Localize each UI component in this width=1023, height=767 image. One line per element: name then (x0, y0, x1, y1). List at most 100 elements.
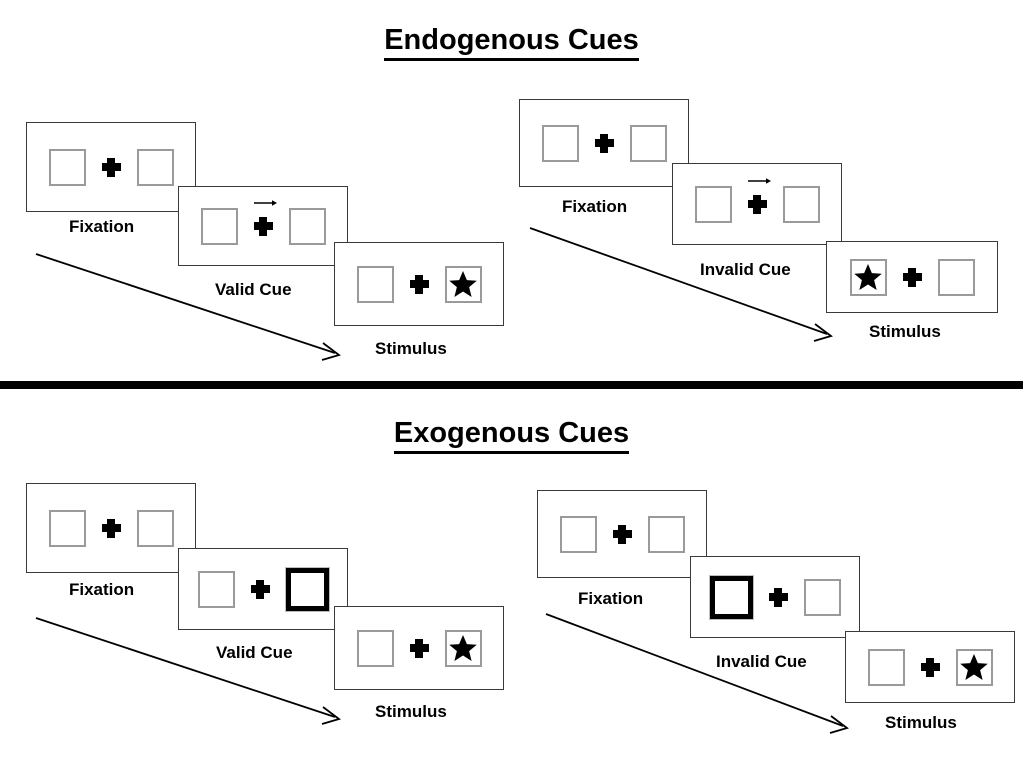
star-icon (449, 271, 477, 297)
panel-endogenous-invalid-fixation (519, 99, 689, 187)
placeholder-box-left (48, 148, 86, 186)
placeholder-box-left (197, 570, 235, 608)
time-flow-arrow-icon (35, 617, 341, 725)
arrow-right-icon (748, 177, 771, 184)
spacer (753, 597, 767, 598)
spacer (123, 167, 137, 168)
placeholder-box-left (356, 265, 394, 303)
placeholder-box-left (200, 207, 238, 245)
stage-label-exogenous-invalid-fixation: Fixation (578, 589, 644, 608)
plus-icon (249, 578, 272, 601)
placeholder-box-right (136, 148, 174, 186)
time-flow-arrow-icon (35, 253, 341, 361)
panel-endogenous-invalid-cue (672, 163, 842, 245)
spacer (86, 528, 100, 529)
spacer (275, 226, 289, 227)
placeholder-box-right (782, 185, 820, 223)
spacer (634, 534, 648, 535)
panel-content (849, 258, 975, 296)
spacer (123, 528, 137, 529)
spacer (272, 589, 286, 590)
fixation-cross-wrap (408, 273, 431, 296)
stage-label-exogenous-valid-fixation: Fixation (69, 580, 135, 599)
stage-label-endogenous-invalid-stimulus: Stimulus (869, 322, 941, 341)
spacer (431, 648, 445, 649)
placeholder-box-right (288, 207, 326, 245)
spacer (790, 597, 804, 598)
cued-box-left (708, 574, 754, 620)
section-title-exogenous: Exogenous Cues (0, 417, 1023, 454)
placeholder-box-right (803, 578, 841, 616)
panel-content (694, 177, 820, 223)
spacer (579, 143, 593, 144)
plus-icon (901, 266, 924, 289)
stage-label-endogenous-invalid-fixation: Fixation (562, 197, 628, 216)
stage-label-exogenous-valid-stimulus: Stimulus (375, 702, 447, 721)
panel-content (708, 574, 841, 620)
fixation-cross-wrap (100, 156, 123, 179)
panel-content (200, 199, 326, 245)
section-title-exogenous-text: Exogenous Cues (393, 417, 630, 454)
stage-label-endogenous-valid-fixation: Fixation (69, 217, 135, 236)
star-icon (854, 264, 882, 290)
panel-content (48, 509, 174, 547)
stage-label-endogenous-valid-cue: Valid Cue (215, 280, 292, 299)
placeholder-box-right (136, 509, 174, 547)
plus-icon (408, 637, 431, 660)
fixation-cross-wrap (408, 637, 431, 660)
panel-endogenous-invalid-stimulus (826, 241, 998, 313)
time-flow-arrow-icon (529, 227, 833, 342)
panel-exogenous-valid-stimulus (334, 606, 504, 690)
fixation-cross-wrap (767, 586, 790, 609)
placeholder-box-left (356, 629, 394, 667)
fixation-cross-wrap (746, 177, 771, 216)
panel-content (867, 648, 993, 686)
plus-icon (919, 656, 942, 679)
star-icon (960, 654, 988, 680)
section-title-endogenous: Endogenous Cues (0, 24, 1023, 61)
fixation-cross-wrap (919, 656, 942, 679)
panel-exogenous-invalid-cue (690, 556, 860, 638)
plus-icon (767, 586, 790, 609)
panel-endogenous-valid-fixation (26, 122, 196, 212)
spacer (924, 277, 938, 278)
plus-icon (100, 156, 123, 179)
spacer (769, 204, 783, 205)
spacer (887, 277, 901, 278)
panel-content (356, 265, 482, 303)
placeholder-box-right (629, 124, 667, 162)
plus-icon (408, 273, 431, 296)
fixation-cross-wrap (901, 266, 924, 289)
fixation-cross-wrap (611, 523, 634, 546)
fixation-cross-wrap (249, 578, 272, 601)
panel-endogenous-valid-cue (178, 186, 348, 266)
panel-content (559, 515, 685, 553)
spacer (238, 226, 252, 227)
stage-label-exogenous-invalid-cue: Invalid Cue (716, 652, 807, 671)
placeholder-box-right (937, 258, 975, 296)
spacer (394, 284, 408, 285)
stage-label-endogenous-invalid-cue: Invalid Cue (700, 260, 791, 279)
stage-label-exogenous-invalid-stimulus: Stimulus (885, 713, 957, 732)
cued-box-right (284, 566, 330, 612)
fixation-cross-wrap (593, 132, 616, 155)
stage-label-exogenous-valid-cue: Valid Cue (216, 643, 293, 662)
stage-label-endogenous-valid-stimulus: Stimulus (375, 339, 447, 358)
spacer (431, 284, 445, 285)
spacer (732, 204, 746, 205)
plus-icon (252, 215, 275, 238)
placeholder-box-left (48, 509, 86, 547)
target-box-right (444, 265, 482, 303)
panel-content (541, 124, 667, 162)
spacer (905, 667, 919, 668)
placeholder-box-left (559, 515, 597, 553)
placeholder-box-right (647, 515, 685, 553)
arrow-right-icon (254, 199, 277, 206)
plus-icon (611, 523, 634, 546)
plus-icon (100, 517, 123, 540)
star-icon (449, 635, 477, 661)
panel-content (356, 629, 482, 667)
spacer (597, 534, 611, 535)
spacer (394, 648, 408, 649)
